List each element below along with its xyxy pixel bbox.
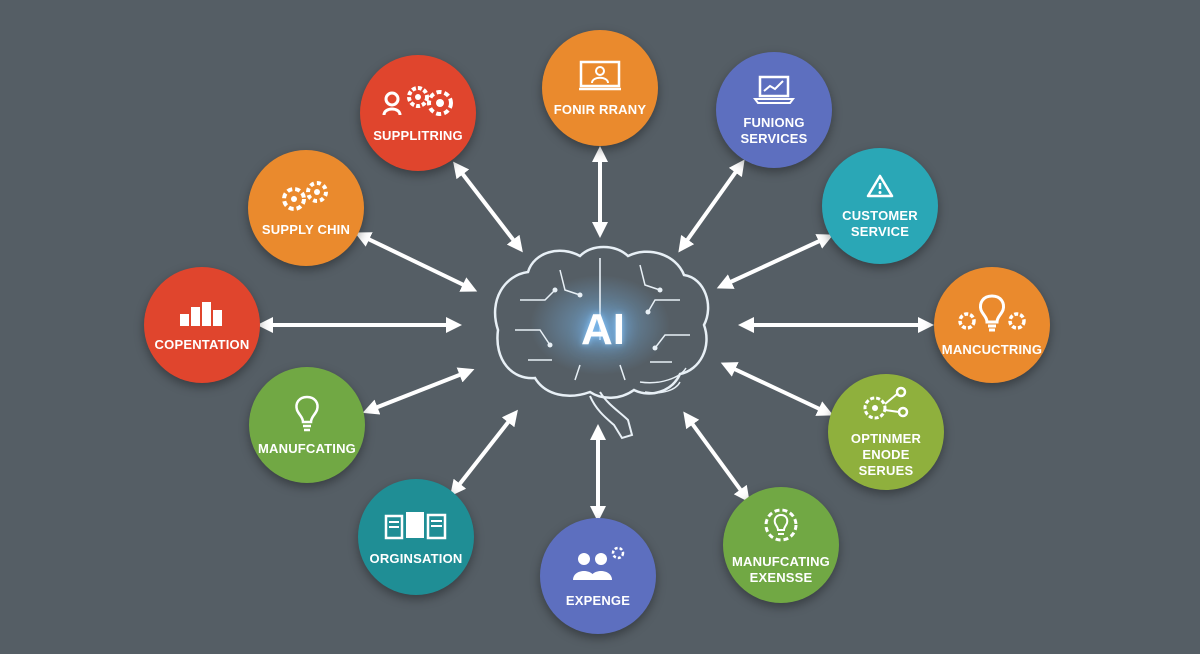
node-mancuctring: MANCUCTRING — [934, 267, 1050, 383]
laptop-chart-icon — [752, 74, 796, 111]
brain-icon — [493, 245, 710, 440]
node-manufcating-exensse: MANUFCATING EXENSSE — [723, 487, 839, 603]
gears-icon — [279, 179, 333, 218]
node-label: MANUFCATING — [258, 440, 356, 456]
node-supply-chin: SUPPLY CHIN — [248, 150, 364, 266]
node-label: ORGINSATION — [369, 550, 463, 566]
arrow-optinmer — [720, 362, 834, 416]
node-label: OPTINMER ENODE SERUES — [850, 430, 922, 478]
ai-label: AI — [581, 305, 625, 354]
node-label: MANUFCATING EXENSSE — [732, 553, 830, 585]
node-label: MANCUCTRING — [941, 341, 1043, 357]
node-customer-service: CUSTOMER SERVICE — [822, 148, 938, 264]
arrow-supply-chin — [354, 232, 478, 292]
node-label: FUNIONG SERVICES — [740, 114, 808, 146]
node-funiong-services: FUNIONG SERVICES — [716, 52, 832, 168]
node-label: SUPPLY CHIN — [261, 221, 351, 237]
gear-bulb-icon — [761, 505, 801, 550]
people-gear-icon — [568, 544, 628, 589]
connector-arrows — [257, 146, 934, 522]
node-optinmer: OPTINMER ENODE SERUES — [828, 374, 944, 490]
bar-chart-icon — [176, 298, 228, 333]
arrow-manufcating-exensse — [683, 411, 750, 503]
node-expenge: EXPENGE — [540, 518, 656, 634]
arrow-funiong-services — [678, 159, 745, 253]
arrow-customer-service — [716, 234, 834, 289]
documents-icon — [383, 508, 449, 547]
gear-nodes-icon — [859, 386, 913, 427]
lightbulb-gears-icon — [957, 293, 1027, 338]
node-supplitring: SUPPLITRING — [360, 55, 476, 171]
node-fonir-rrany: FONIR RRANY — [542, 30, 658, 146]
arrow-manufcating-left — [362, 367, 475, 415]
node-copentation: COPENTATION — [144, 267, 260, 383]
node-orginsation: ORGINSATION — [358, 479, 474, 595]
node-label: FONIR RRANY — [553, 101, 647, 117]
arrow-orginsation — [450, 409, 518, 497]
node-manufcating-left: MANUFCATING — [249, 367, 365, 483]
warning-triangle-icon — [865, 173, 895, 204]
node-label: COPENTATION — [154, 336, 250, 352]
gears-person-icon — [380, 83, 456, 124]
node-label: EXPENGE — [565, 592, 631, 608]
lightbulb-icon — [292, 394, 322, 437]
presentation-board-icon — [577, 59, 623, 98]
arrow-supplitring — [453, 161, 523, 253]
node-label: CUSTOMER SERVICE — [842, 207, 918, 239]
node-label: SUPPLITRING — [373, 127, 463, 143]
